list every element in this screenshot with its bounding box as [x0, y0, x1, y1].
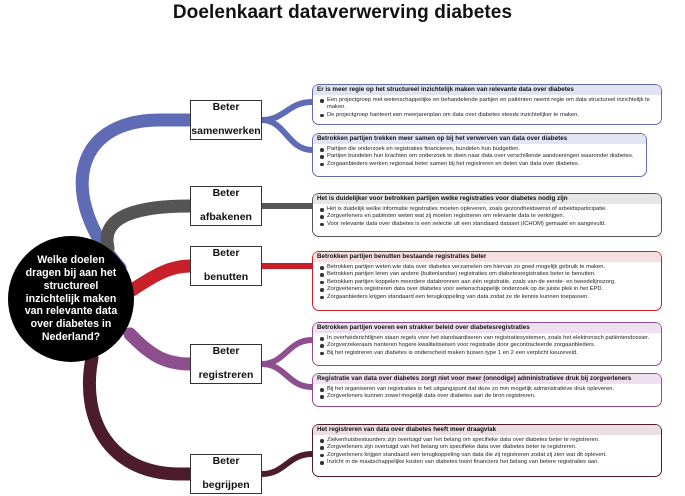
goal-item: Zorgverleners zijn overtuigd van het bel…	[319, 444, 655, 451]
category-name: begrijpen	[202, 478, 250, 491]
connector-registreren	[123, 327, 197, 371]
goal-item: In overheidsrichtlijnen staan regels voo…	[319, 335, 655, 342]
connector-begrijpen	[82, 351, 197, 481]
goal-card-administratieve-druk: Registratie van data over diabetes zorgt…	[312, 373, 662, 407]
goal-item: Partijen bundelen hun krachten om onderz…	[319, 153, 640, 160]
branch-begrijpen-card	[261, 451, 313, 477]
goal-item: Betrokken partijen leren van andere (bui…	[319, 271, 655, 278]
goal-card-header: Het is duidelijker voor betrokken partij…	[313, 194, 661, 204]
goal-card-regie: Er is meer regie op het structureel inzi…	[312, 84, 662, 125]
category-name: afbakenen	[200, 210, 252, 223]
goal-item: Voor relevante data over diabetes is een…	[319, 221, 655, 228]
branch-registreren-card2	[261, 361, 313, 390]
goal-item: Betrokken partijen weten wie data over d…	[319, 264, 655, 271]
goal-item: Zorgaanbieders krijgen standaard een ter…	[319, 294, 655, 301]
goal-item: Ziekenhuisbestuurders zijn overtuigd van…	[319, 437, 655, 444]
goal-item: Een projectgroep met wetenschappelijke e…	[319, 97, 655, 112]
connector-samenwerken	[75, 113, 197, 275]
goal-item: Zorgverleners en patiënten weten wat zij…	[319, 213, 655, 220]
category-prefix: Beter	[212, 187, 240, 200]
goal-item: Bij het registreren van diabetes is onde…	[319, 350, 655, 357]
category-name: samenwerken	[191, 124, 261, 137]
category-prefix: Beter	[212, 101, 240, 114]
goal-item: Bij het organiseren van registraties is …	[319, 386, 655, 393]
goal-item: Zorgverzekeraars hanteren hogere kwalite…	[319, 342, 655, 349]
category-name: benutten	[203, 270, 249, 283]
category-name: registreren	[198, 368, 254, 381]
goal-card-header: Betrokken partijen voeren een strakker b…	[313, 323, 661, 333]
goal-card-header: Het registreren van data over diabetes h…	[313, 425, 661, 435]
goal-card-header: Registratie van data over diabetes zorgt…	[313, 374, 661, 384]
goal-item: Partijen die onderzoek en registraties f…	[319, 146, 640, 153]
category-afbakenen: Beter afbakenen	[190, 186, 262, 226]
goal-item: Zorgaanbieders werken regionaal beter sa…	[319, 161, 640, 168]
goal-card-draagvlak: Het registreren van data over diabetes h…	[312, 424, 662, 477]
goal-item: Zorgverleners kunnen zowel mogelijk data…	[319, 393, 655, 400]
goal-card-benutten: Betrokken partijen benutten bestaande re…	[312, 251, 662, 311]
goal-card-samen-optrekken: Betrokken partijen trekken meer samen op…	[312, 133, 647, 177]
goal-card-header: Betrokken partijen benutten bestaande re…	[313, 252, 661, 262]
connector-afbakenen	[100, 199, 197, 255]
category-prefix: Beter	[212, 345, 240, 358]
category-prefix: Beter	[212, 247, 240, 260]
central-question-text: Welke doelen dragen bij aan het structur…	[24, 253, 118, 344]
central-question: Welke doelen dragen bij aan het structur…	[8, 236, 134, 362]
goal-card-header: Er is meer regie op het structureel inzi…	[313, 85, 661, 95]
branch-samenwerken-card1	[261, 99, 313, 123]
goal-item: De projectgroep hanteert een meerjarenpl…	[319, 112, 655, 119]
branch-registreren-card1	[261, 337, 313, 367]
category-begrijpen: Beter begrijpen	[190, 454, 262, 494]
goal-item: Inzicht in de maatschappelijke kosten va…	[319, 459, 655, 466]
category-samenwerken: Beter samenwerken	[190, 100, 262, 140]
goal-item: Zorgverleners krijgen standaard een teru…	[319, 452, 655, 459]
category-registreren: Beter registreren	[190, 344, 262, 384]
goal-card-header: Betrokken partijen trekken meer samen op…	[313, 134, 646, 144]
branch-samenwerken-card2	[261, 117, 313, 153]
goal-item: Het is duidelijk welke informatie regist…	[319, 206, 655, 213]
connector-benutten	[125, 259, 197, 297]
goal-card-beleid: Betrokken partijen voeren een strakker b…	[312, 322, 662, 366]
category-benutten: Beter benutten	[190, 246, 262, 286]
category-prefix: Beter	[212, 455, 240, 468]
goal-card-afbakenen: Het is duidelijker voor betrokken partij…	[312, 193, 662, 237]
goal-item: Zorgverleners registreren data over diab…	[319, 286, 655, 293]
goal-item: Betrokken partijen koppelen meerdere dat…	[319, 279, 655, 286]
page-title: Doelenkaart dataverwerving diabetes	[172, 2, 513, 23]
